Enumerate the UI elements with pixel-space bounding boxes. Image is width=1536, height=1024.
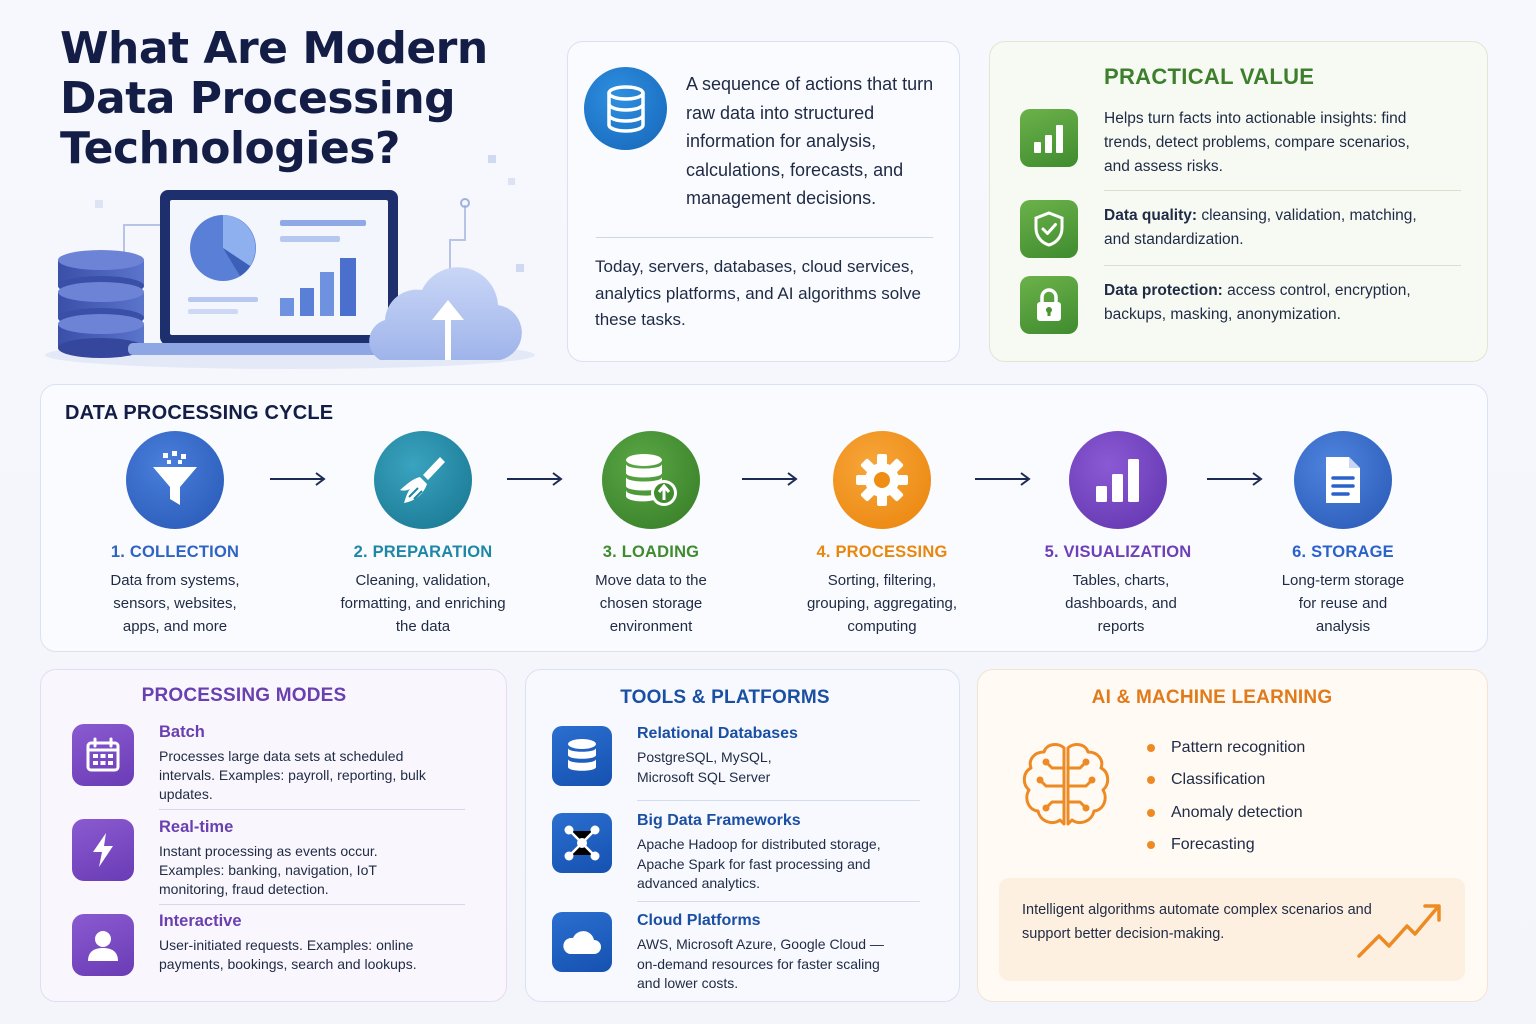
trend-up-icon (1357, 904, 1441, 958)
step-desc-loading: Move data to the chosen storage environm… (595, 572, 707, 635)
database-icon (584, 67, 667, 150)
divider (159, 809, 465, 810)
bar-chart-icon (1069, 431, 1167, 529)
mode-desc-batch: Processes large data sets at scheduled i… (159, 748, 426, 802)
mode-desc-real-time: Instant processing as events occur. Exam… (159, 843, 378, 897)
tool-desc-big-data-frameworks: Apache Hadoop for distributed storage, A… (637, 836, 881, 891)
definition-today-text: Today, servers, databases, cloud service… (595, 257, 921, 329)
step-desc-storage: Long-term storage for reuse and analysis (1281, 572, 1405, 635)
database-stack-icon (58, 250, 144, 358)
mode-desc-interactive: User-initiated requests. Examples: onlin… (159, 937, 417, 972)
ai-note-box (999, 878, 1465, 981)
lightning-icon (72, 819, 134, 881)
arrow-right-icon (507, 472, 563, 486)
divider (1104, 190, 1461, 191)
user-icon (72, 914, 134, 976)
practical-value-item: Helps turn facts into actionable insight… (1104, 110, 1410, 175)
step-title-preparation: 2. PREPARATION (353, 543, 493, 561)
ai-item-anomaly-detection: Anomaly detection (1171, 804, 1303, 821)
processing-modes-title: PROCESSING MODES (141, 685, 347, 706)
step-desc-collection: Data from systems, sensors, websites, ap… (110, 572, 240, 635)
gear-icon (833, 431, 931, 529)
tool-desc-relational-databases: PostgreSQL, MySQL, Microsoft SQL Server (637, 749, 772, 785)
step-desc-processing: Sorting, filtering, grouping, aggregatin… (806, 572, 958, 635)
mode-name-real-time: Real-time (159, 818, 234, 836)
divider (637, 800, 920, 801)
cloud-icon (552, 912, 612, 972)
ai-ml-title: AI & MACHINE LEARNING (1091, 687, 1333, 708)
tool-name-big-data-frameworks: Big Data Frameworks (637, 812, 801, 829)
tools-platforms-title: TOOLS & PLATFORMS (620, 687, 830, 708)
step-desc-visualization: Tables, charts, dashboards, and reports (1065, 572, 1177, 635)
definition-text: A sequence of actions that turn raw data… (686, 74, 934, 208)
mode-name-batch: Batch (159, 723, 205, 741)
arrow-right-icon (742, 472, 798, 486)
ai-item-forecasting: Forecasting (1171, 836, 1255, 853)
divider (1104, 265, 1461, 266)
arrow-right-icon (270, 472, 326, 486)
calendar-icon (72, 724, 134, 786)
network-icon (552, 813, 612, 873)
bullet-icon (1147, 841, 1155, 849)
ai-note-text: Intelligent algorithms automate complex … (1022, 902, 1372, 942)
step-desc-preparation: Cleaning, validation, formatting, and en… (340, 572, 506, 635)
bullet-icon (1147, 744, 1155, 752)
bullet-icon (1147, 809, 1155, 817)
divider (637, 901, 920, 902)
practical-value-title: PRACTICAL VALUE (1104, 64, 1315, 89)
ai-item-pattern-recognition: Pattern recognition (1171, 739, 1306, 756)
step-title-visualization: 5. VISUALIZATION (1044, 543, 1192, 561)
cloud-upload-icon (369, 267, 522, 360)
tool-name-relational-databases: Relational Databases (637, 725, 798, 742)
database-icon (552, 726, 612, 786)
practical-value-item: Data quality: cleansing, validation, mat… (1104, 207, 1417, 248)
bar-chart-icon (1020, 109, 1078, 167)
tool-desc-cloud-platforms: AWS, Microsoft Azure, Google Cloud — on-… (637, 936, 884, 991)
lock-icon (1020, 276, 1078, 334)
broom-icon (374, 431, 472, 529)
arrow-right-icon (1207, 472, 1263, 486)
practical-value-item: Data protection: access control, encrypt… (1104, 282, 1411, 323)
database-upload-icon (602, 431, 700, 529)
divider (159, 904, 465, 905)
tool-name-cloud-platforms: Cloud Platforms (637, 912, 761, 929)
laptop-icon (128, 190, 428, 355)
brain-circuit-icon (1022, 743, 1110, 826)
processing-cycle-card (40, 384, 1488, 652)
step-title-processing: 4. PROCESSING (816, 543, 948, 561)
shield-check-icon (1020, 200, 1078, 258)
page-title: What Are Modern Data Processing Technolo… (60, 23, 488, 174)
step-title-collection: 1. COLLECTION (110, 543, 240, 561)
step-title-loading: 3. LOADING (602, 543, 700, 561)
divider (596, 237, 933, 238)
hero-illustration (45, 155, 535, 369)
mode-name-interactive: Interactive (159, 912, 242, 930)
ai-item-classification: Classification (1171, 771, 1266, 788)
step-title-storage: 6. STORAGE (1292, 543, 1394, 561)
cycle-title: DATA PROCESSING CYCLE (65, 402, 334, 424)
document-icon (1294, 431, 1392, 529)
bullet-icon (1147, 776, 1155, 784)
arrow-right-icon (975, 472, 1031, 486)
funnel-icon (126, 431, 224, 529)
